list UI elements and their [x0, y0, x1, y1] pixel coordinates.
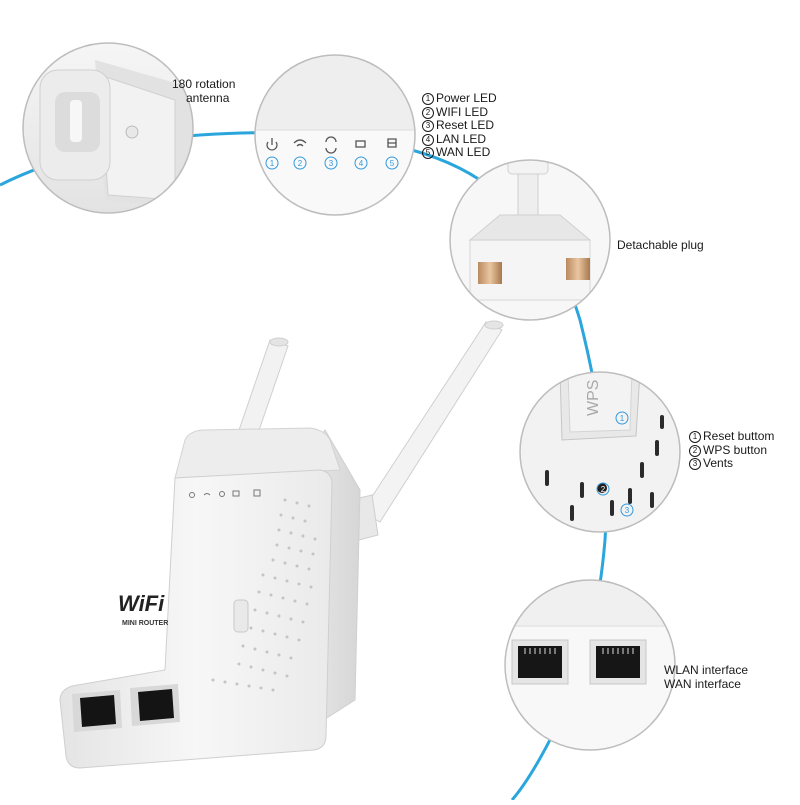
vent-holes	[211, 498, 317, 692]
plug-pin-left	[478, 262, 502, 284]
antenna-detail-circle	[22, 42, 194, 214]
wps-label: WPS	[585, 380, 602, 416]
antenna-callout: 180 rotation antenna	[172, 77, 236, 105]
svg-text:5: 5	[390, 159, 395, 168]
brand-logo: WiFi	[118, 591, 165, 616]
wan-port	[589, 639, 647, 685]
led-detail-circle	[254, 54, 416, 216]
reset-icon	[325, 136, 337, 154]
svg-text:4: 4	[359, 159, 364, 168]
buttons-detail-circle	[519, 371, 681, 533]
brand-subtitle: MINI ROUTER	[122, 620, 168, 627]
plug-pin-right	[566, 258, 590, 280]
plug-detail-circle	[449, 159, 611, 321]
mini-router-device: WiFi MINI ROUTER	[59, 320, 504, 769]
svg-text:2: 2	[298, 159, 303, 168]
front-ports	[72, 684, 180, 732]
ports-detail-circle	[504, 579, 676, 751]
wifi-icon	[293, 139, 307, 147]
wlan-port	[511, 639, 569, 685]
svg-text:1: 1	[620, 414, 625, 423]
wps-side-button	[233, 599, 249, 633]
svg-text:2: 2	[601, 485, 606, 494]
ports-callout: WLAN interface WAN interface	[664, 663, 749, 691]
lan-icon	[355, 140, 366, 148]
plug-callout: Detachable plug	[617, 238, 704, 252]
wan-icon	[387, 138, 397, 148]
svg-text:3: 3	[329, 159, 334, 168]
button-badges: 1 2 3	[596, 411, 634, 517]
led-badges: 1 2 3 4 5	[265, 156, 399, 170]
svg-text:3: 3	[625, 506, 630, 515]
svg-text:1: 1	[270, 159, 275, 168]
power-icon	[266, 138, 278, 151]
